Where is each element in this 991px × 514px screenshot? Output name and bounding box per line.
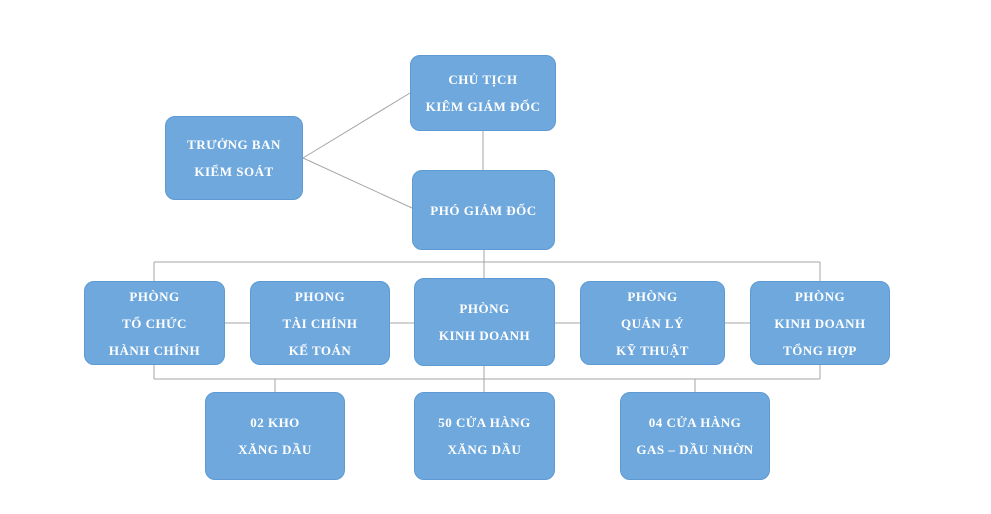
node-label-line: PHONG	[294, 288, 346, 304]
node-dept-finance-accounting: PHONG TÀI CHÍNH KẾ TOÁN	[250, 281, 390, 365]
node-label-line: HÀNH CHÍNH	[108, 342, 201, 358]
node-label-line: XĂNG DẦU	[238, 442, 312, 457]
node-label-line: CHỦ TỊCH	[448, 72, 518, 87]
node-label-line: KỸ THUẬT	[616, 342, 689, 358]
node-dept-technical-management: PHÒNG QUẢN LÝ KỸ THUẬT	[580, 281, 725, 365]
node-head-of-supervisory-board: TRƯỞNG BAN KIỂM SOÁT	[165, 116, 303, 200]
node-label-line: KẾ TOÁN	[288, 342, 352, 358]
node-dept-business: PHÒNG KINH DOANH	[414, 278, 555, 366]
node-label-line: PHÒNG	[627, 288, 678, 304]
node-label-line: PHÒNG	[129, 288, 180, 304]
node-label-line: PHÓ GIÁM ĐỐC	[430, 202, 537, 218]
node-label-line: PHÒNG	[794, 288, 846, 304]
node-deputy-director: PHÓ GIÁM ĐỐC	[412, 170, 555, 250]
node-chairman-cum-director: CHỦ TỊCH KIÊM GIÁM ĐỐC	[410, 55, 556, 131]
node-label-line: PHÒNG	[459, 301, 510, 316]
node-label-line: TÀI CHÍNH	[282, 315, 358, 331]
node-dept-organization-administration: PHÒNG TỔ CHỨC HÀNH CHÍNH	[84, 281, 225, 365]
node-label-line: 50 CỬA HÀNG	[438, 415, 531, 430]
node-label-line: KINH DOANH	[438, 328, 531, 343]
node-unit-gas-oil-stations: 04 CỬA HÀNG GAS – DẦU NHỜN	[620, 392, 770, 480]
node-unit-petrol-stations: 50 CỬA HÀNG XĂNG DẦU	[414, 392, 555, 480]
node-label-line: XĂNG DẦU	[447, 442, 522, 457]
node-label-line: 02 KHO	[250, 415, 300, 430]
node-label-line: GAS – DẦU NHỜN	[636, 442, 754, 457]
node-label-line: KINH DOANH	[774, 315, 866, 331]
node-label-line: TỔNG HỢP	[783, 342, 857, 358]
node-unit-petrol-depots: 02 KHO XĂNG DẦU	[205, 392, 345, 480]
node-label-line: TRƯỞNG BAN	[187, 137, 281, 152]
node-label-line: KIÊM GIÁM ĐỐC	[425, 99, 541, 114]
node-label-line: TỔ CHỨC	[122, 315, 187, 331]
node-label-line: KIỂM SOÁT	[194, 164, 274, 179]
node-label-line: QUẢN LÝ	[620, 315, 685, 331]
node-dept-general-business: PHÒNG KINH DOANH TỔNG HỢP	[750, 281, 890, 365]
node-label-line: 04 CỬA HÀNG	[648, 415, 742, 430]
